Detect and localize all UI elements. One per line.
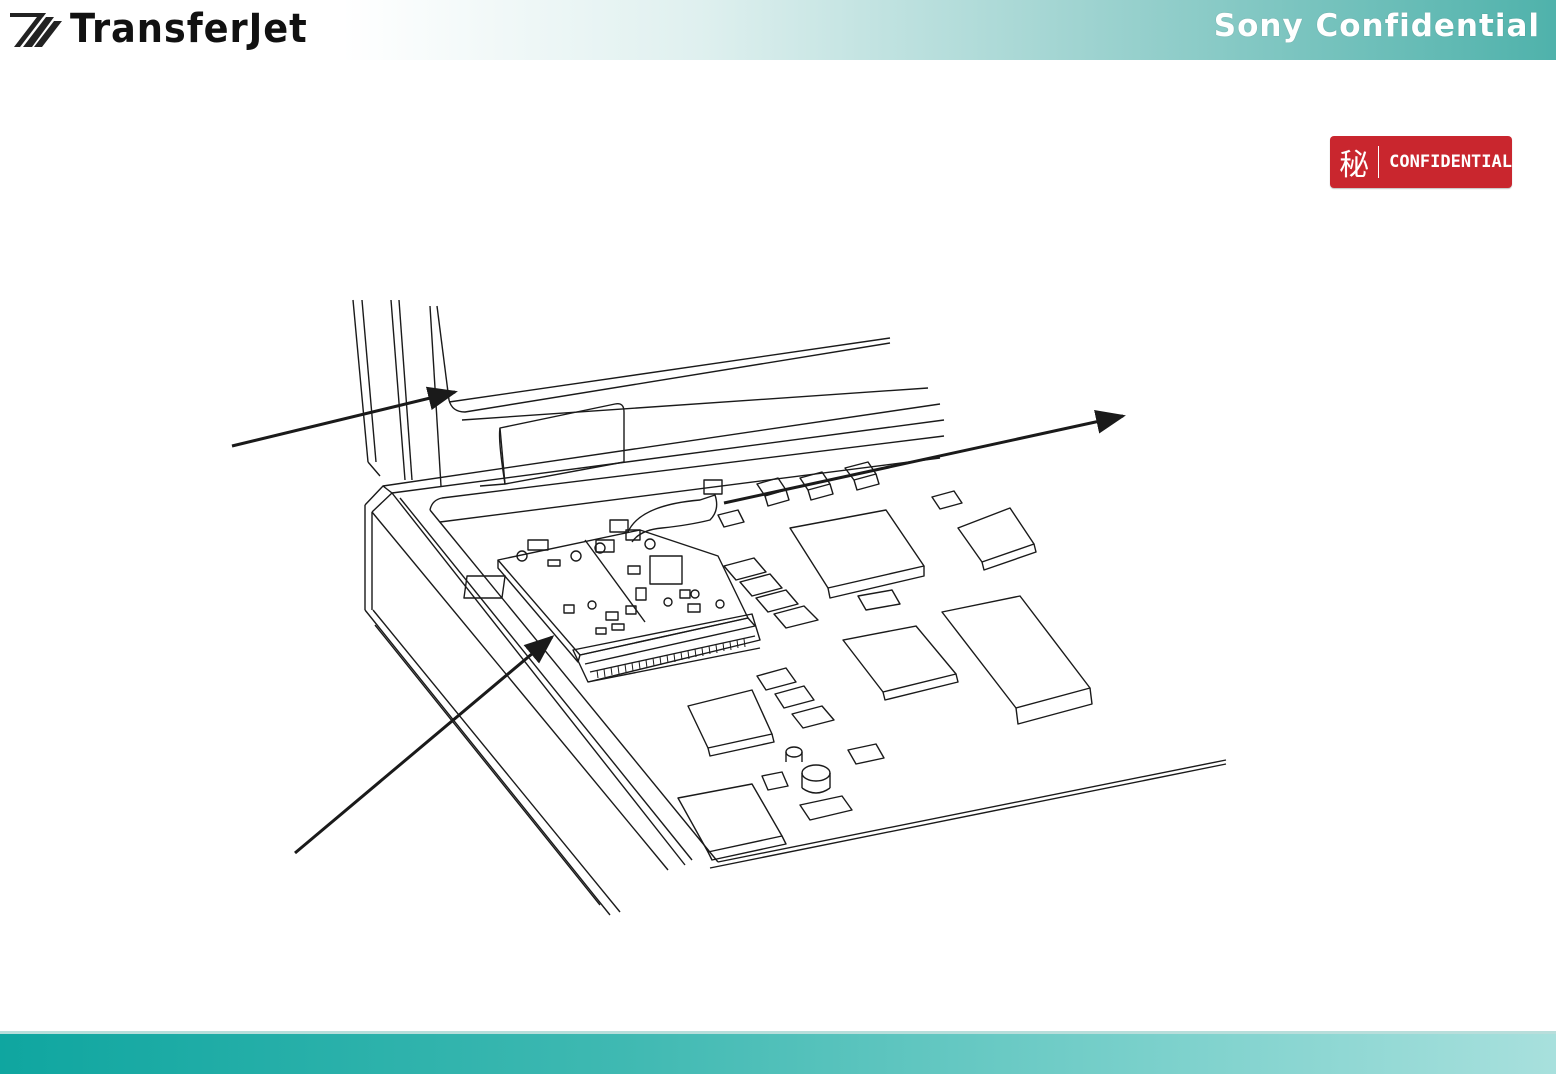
footer-band [0,1034,1556,1074]
callout-arrow-module [295,637,552,853]
callout-arrow-cable [724,416,1123,503]
pcb-components [678,462,1092,860]
pcb-board [430,436,1226,868]
laptop-lid [353,300,928,486]
transferjet-module [464,480,760,682]
callout-arrow-lid [232,392,455,446]
hinge [480,404,624,486]
